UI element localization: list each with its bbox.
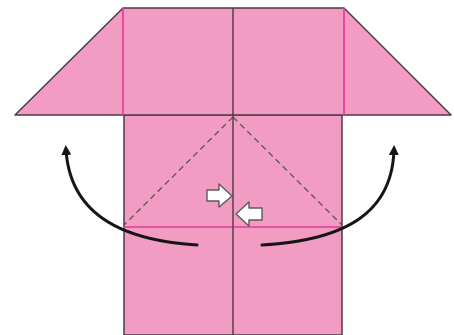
curved-arrow-up-right-icon [260, 145, 399, 247]
dashed-fold-left [123, 116, 234, 226]
curved-arrow-up-left-icon [61, 145, 199, 247]
push-arrow-right-icon [206, 183, 233, 208]
push-arrow-left-icon [235, 201, 263, 227]
dashed-fold-right [232, 116, 343, 226]
